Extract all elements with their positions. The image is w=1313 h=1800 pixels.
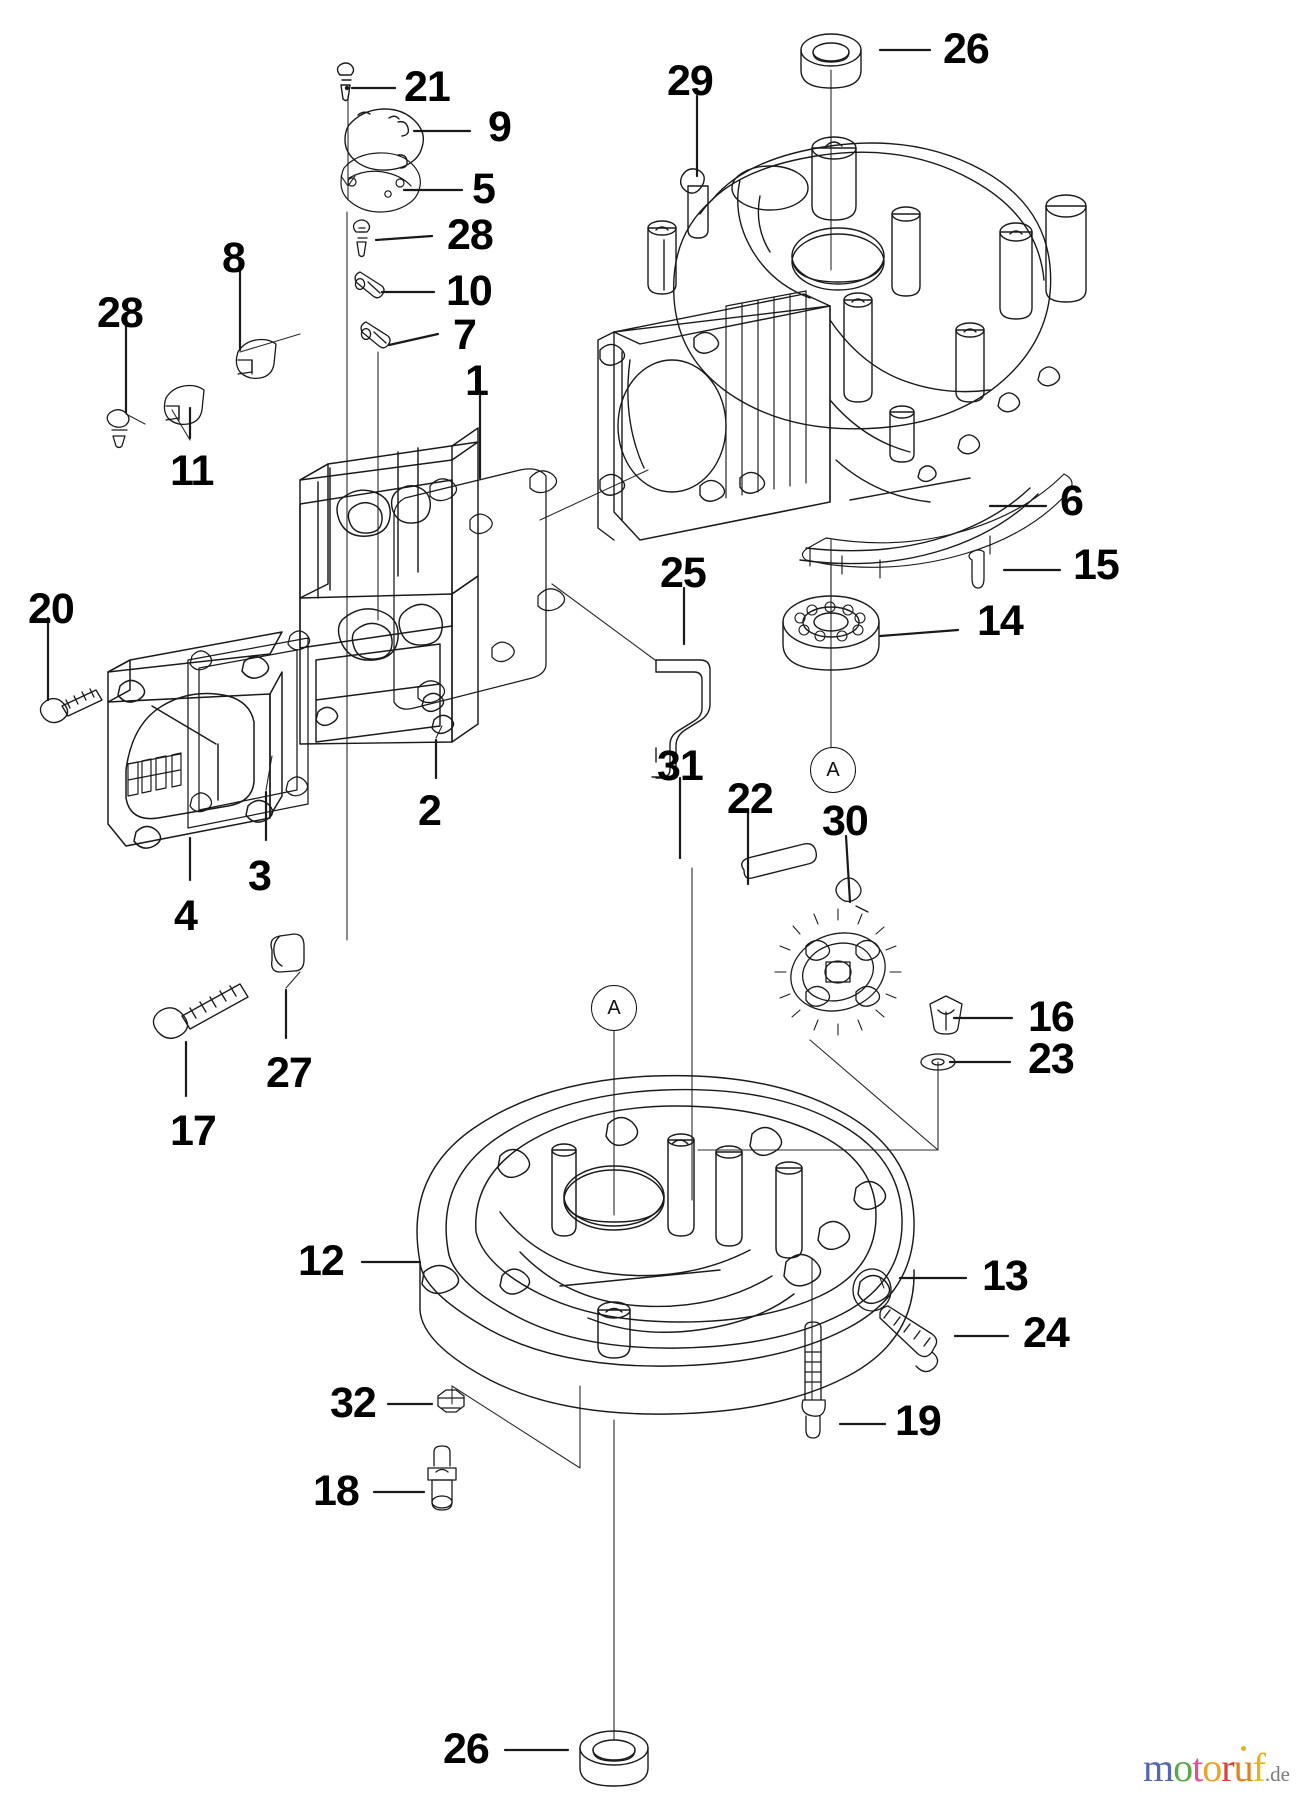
- part-16-retainer-clip: [929, 995, 963, 1035]
- callout-6: 6: [1060, 477, 1084, 525]
- callout-3: 3: [248, 852, 272, 900]
- callout-15: 15: [1073, 541, 1120, 589]
- callout-23: 23: [1028, 1035, 1075, 1083]
- part-5-breather-gasket: [340, 152, 421, 213]
- callout-14: 14: [977, 597, 1024, 645]
- callout-25: 25: [660, 549, 707, 597]
- part-18-oil-bolt: [427, 1445, 457, 1511]
- callout-22: 22: [727, 775, 774, 823]
- callout-12: 12: [298, 1237, 345, 1285]
- callout-29: 29: [667, 57, 714, 105]
- part-27-dowel-pin: [270, 933, 305, 973]
- part-15-pin: [968, 549, 985, 589]
- callout-5: 5: [472, 165, 496, 213]
- reference-bubble-a-upper: A: [810, 747, 856, 793]
- part-2-cylinder-head: [299, 427, 479, 745]
- callout-10: 10: [446, 267, 493, 315]
- part-4-valve-cover: [107, 631, 283, 849]
- callout-30: 30: [822, 797, 869, 845]
- part-24-drain-plug: [879, 1305, 939, 1373]
- part-11-rocker-arm: [163, 384, 205, 426]
- callout-8: 8: [222, 234, 246, 282]
- part-32-nut: [437, 1389, 465, 1413]
- part-1-head-gasket: [393, 468, 566, 710]
- logo-letter-f: f: [1252, 1745, 1266, 1790]
- callout-26-bottom: 26: [443, 1725, 490, 1773]
- logo-letter-u: u: [1233, 1745, 1254, 1790]
- part-29-cylinder-block: [597, 136, 1087, 565]
- callout-17: 17: [170, 1107, 217, 1155]
- part-14-ball-bearing: [782, 595, 880, 671]
- leader-lines: [46, 48, 1062, 1752]
- callout-9: 9: [488, 103, 512, 151]
- logo-letter-o1: o: [1173, 1745, 1193, 1790]
- part-6-crankcase-gasket: [801, 473, 1073, 579]
- part-22-governor-pin: [835, 877, 869, 913]
- part-30-governor-gear: [774, 908, 902, 1036]
- callout-20: 20: [28, 585, 75, 633]
- callout-24: 24: [1023, 1309, 1070, 1357]
- part-13-oring: [852, 1268, 892, 1312]
- callout-27: 27: [266, 1049, 313, 1097]
- callout-28-left: 28: [97, 289, 144, 337]
- part-9-breather-cover: [344, 108, 425, 171]
- part-26-top-oil-seal: [800, 33, 862, 89]
- part-21-plug: [336, 62, 355, 102]
- callout-2: 2: [418, 787, 442, 835]
- part-23-washer: [920, 1053, 956, 1071]
- logo-letter-r: r: [1221, 1745, 1234, 1790]
- motoruf-logo: motoruf.de: [1143, 1745, 1290, 1790]
- part-20-cover-screw: [39, 688, 103, 724]
- part-31-key: [741, 843, 817, 879]
- logo-letter-o2: o: [1202, 1745, 1222, 1790]
- callout-4: 4: [174, 892, 198, 940]
- callout-16: 16: [1028, 993, 1075, 1041]
- logo-accent-dot-icon: [1240, 1746, 1246, 1751]
- part-28a-screw: [352, 219, 371, 258]
- part-25-breather-hose: [651, 659, 711, 779]
- callout-31: 31: [657, 742, 704, 790]
- part-8-rocker-arm: [235, 338, 277, 380]
- logo-letter-m: m: [1143, 1745, 1174, 1790]
- part-12-crankcase-cover: [416, 1074, 915, 1415]
- assembly-axis-lines: [125, 69, 939, 1741]
- callout-26-top: 26: [943, 25, 990, 73]
- part-7-tappet: [360, 321, 391, 349]
- part-26-bottom-oil-seal: [579, 1730, 649, 1787]
- part-17-long-bolt: [152, 983, 249, 1040]
- part-3-valve-cover-gasket: [187, 630, 311, 829]
- reference-bubble-a-lower: A: [591, 985, 637, 1031]
- callout-32: 32: [330, 1379, 377, 1427]
- callout-7: 7: [453, 311, 477, 359]
- callout-19: 19: [895, 1397, 942, 1445]
- part-10-tappet: [354, 271, 385, 299]
- part-19-stud-bolt: [801, 1321, 826, 1439]
- callout-13: 13: [982, 1252, 1029, 1300]
- part-28b-screw: [106, 409, 130, 449]
- logo-letter-t: t: [1192, 1745, 1203, 1790]
- callout-21: 21: [404, 63, 451, 111]
- callout-1: 1: [465, 357, 489, 405]
- callout-11: 11: [170, 447, 214, 495]
- callout-28-upper: 28: [447, 211, 494, 259]
- logo-tld: .de: [1264, 1762, 1290, 1786]
- callout-18: 18: [313, 1467, 360, 1515]
